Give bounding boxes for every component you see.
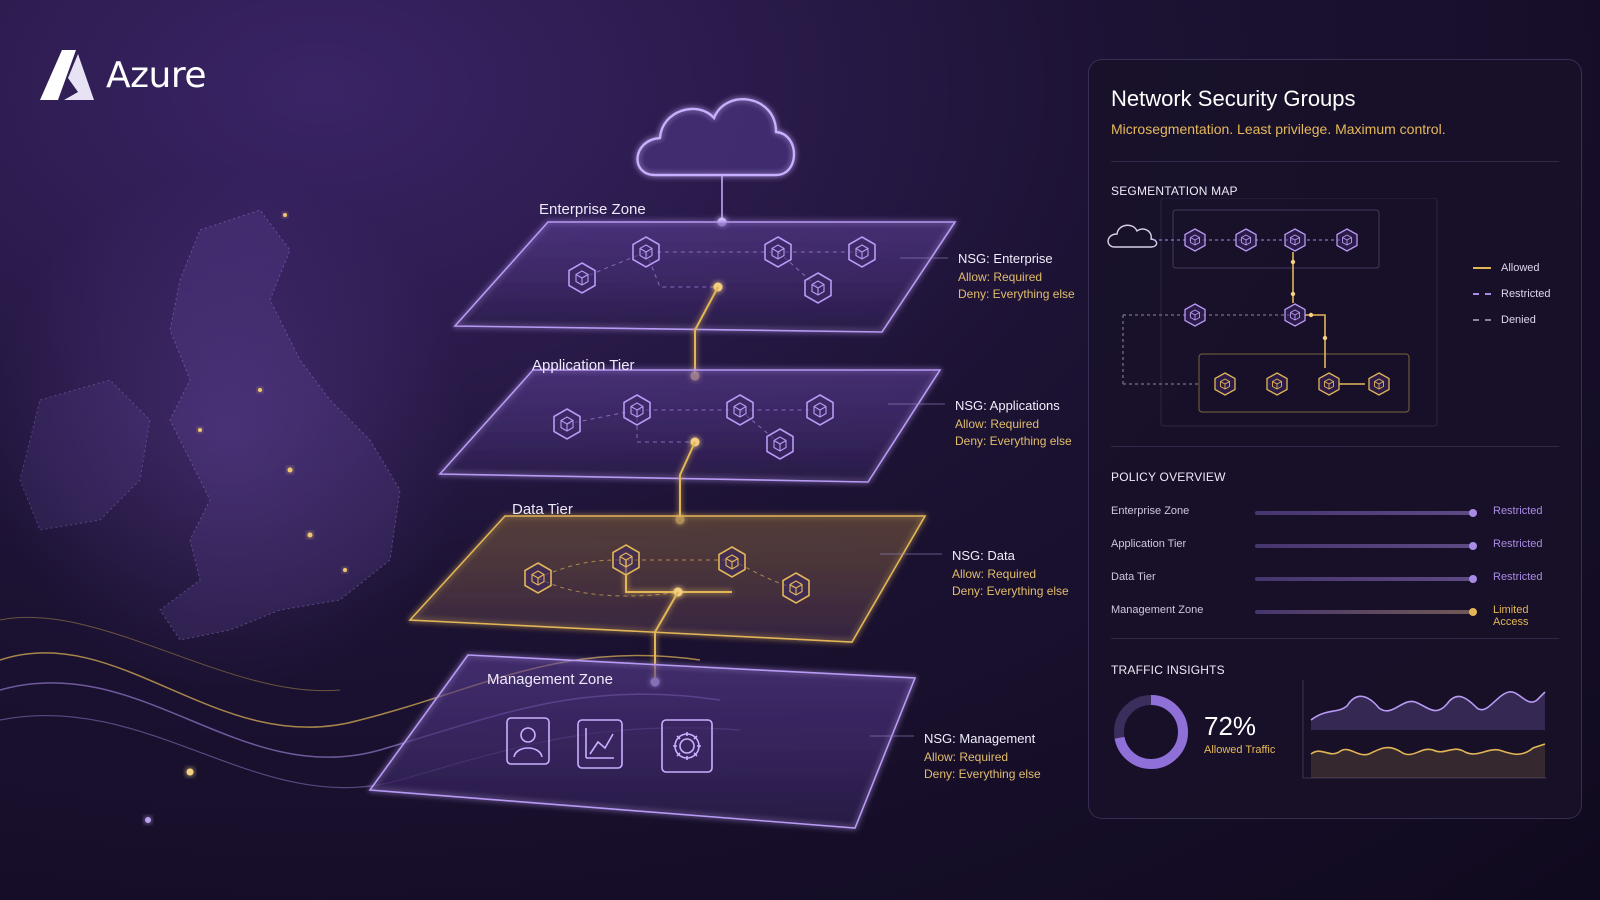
policy-zone: Enterprise Zone xyxy=(1111,505,1190,517)
nsg-deny: Deny: Everything else xyxy=(924,767,1041,781)
divider xyxy=(1111,161,1559,162)
user-icon xyxy=(506,717,550,765)
legend-label: Allowed xyxy=(1501,262,1540,274)
segmentation-legend: Allowed Restricted Denied xyxy=(1473,255,1551,333)
nsg-allow: Allow: Required xyxy=(952,567,1037,581)
gear-icon xyxy=(661,719,713,773)
nsg-panel: Network Security Groups Microsegmentatio… xyxy=(1088,59,1582,819)
policy-zone: Management Zone xyxy=(1111,604,1204,616)
nsg-data-label: NSG: Data Allow: Required Deny: Everythi… xyxy=(952,547,1069,600)
management-zone-title: Management Zone xyxy=(487,671,613,688)
traffic-insights-title: TRAFFIC INSIGHTS xyxy=(1111,663,1225,677)
enterprise-zone-plate xyxy=(453,221,957,333)
legend-swatch xyxy=(1473,319,1491,321)
enterprise-zone-title: Enterprise Zone xyxy=(539,201,646,218)
nsg-management-label: NSG: Management Allow: Required Deny: Ev… xyxy=(924,730,1041,783)
chart-icon xyxy=(577,719,623,769)
legend-restricted: Restricted xyxy=(1473,281,1551,307)
policy-row: Enterprise Zone Restricted xyxy=(1111,503,1561,523)
policy-row: Application Tier Restricted xyxy=(1111,536,1561,556)
nsg-name: NSG: Management xyxy=(924,731,1036,746)
legend-denied: Denied xyxy=(1473,307,1551,333)
legend-label: Denied xyxy=(1501,314,1536,326)
divider xyxy=(1111,446,1559,447)
policy-bar-knob xyxy=(1469,509,1477,517)
policy-bar-fill xyxy=(1255,544,1473,548)
nsg-allow: Allow: Required xyxy=(955,417,1040,431)
legend-label: Restricted xyxy=(1501,288,1551,300)
segmentation-map xyxy=(1107,198,1438,427)
nsg-name: NSG: Applications xyxy=(955,398,1060,413)
allowed-traffic-value: 72% xyxy=(1204,711,1257,741)
policy-row: Management Zone Limited Access xyxy=(1111,602,1561,628)
policy-bar-fill xyxy=(1255,577,1473,581)
nsg-deny: Deny: Everything else xyxy=(955,434,1072,448)
allowed-traffic-label: Allowed Traffic xyxy=(1204,744,1276,756)
donut-arc xyxy=(1114,695,1188,769)
azure-logo-icon xyxy=(40,50,94,100)
policy-status: Restricted xyxy=(1493,538,1543,550)
policy-bar-knob xyxy=(1469,542,1477,550)
application-tier-plate xyxy=(438,369,942,483)
legend-swatch xyxy=(1473,293,1491,295)
data-tier-plate xyxy=(408,515,927,643)
nsg-enterprise-label: NSG: Enterprise Allow: Required Deny: Ev… xyxy=(958,250,1075,303)
cloud-icon xyxy=(636,98,796,177)
nsg-deny: Deny: Everything else xyxy=(958,287,1075,301)
policy-status: Restricted xyxy=(1493,505,1543,517)
traffic-sparklines xyxy=(1302,680,1547,779)
policy-zone: Data Tier xyxy=(1111,571,1156,583)
nsg-name: NSG: Enterprise xyxy=(958,251,1053,266)
policy-bar-fill xyxy=(1255,511,1473,515)
policy-status: Limited Access xyxy=(1493,604,1529,628)
management-zone-plate xyxy=(368,654,917,829)
policy-bar-knob xyxy=(1469,575,1477,583)
policy-overview-title: POLICY OVERVIEW xyxy=(1111,470,1226,484)
policy-bar xyxy=(1255,575,1477,583)
policy-bar xyxy=(1255,608,1477,616)
policy-bar-knob xyxy=(1469,608,1477,616)
allowed-traffic-donut xyxy=(1114,695,1188,769)
segmentation-map-title: SEGMENTATION MAP xyxy=(1111,184,1238,198)
map-cloud-icon xyxy=(1107,224,1158,248)
data-tier-title: Data Tier xyxy=(512,501,573,518)
policy-zone: Application Tier xyxy=(1111,538,1187,550)
policy-row: Data Tier Restricted xyxy=(1111,569,1561,589)
policy-bar-fill xyxy=(1255,610,1473,614)
policy-bar xyxy=(1255,542,1477,550)
nsg-applications-label: NSG: Applications Allow: Required Deny: … xyxy=(955,397,1072,450)
nsg-deny: Deny: Everything else xyxy=(952,584,1069,598)
nsg-allow: Allow: Required xyxy=(924,750,1009,764)
legend-allowed: Allowed xyxy=(1473,255,1551,281)
divider xyxy=(1111,638,1559,639)
policy-bar xyxy=(1255,509,1477,517)
policy-status: Restricted xyxy=(1493,571,1543,583)
azure-brand: Azure xyxy=(38,48,207,102)
panel-subtitle: Microsegmentation. Least privilege. Maxi… xyxy=(1111,121,1446,137)
panel-title: Network Security Groups xyxy=(1111,86,1356,111)
brand-name: Azure xyxy=(106,54,207,96)
nsg-allow: Allow: Required xyxy=(958,270,1043,284)
uk-map-decoration xyxy=(0,170,470,690)
nsg-name: NSG: Data xyxy=(952,548,1015,563)
application-tier-title: Application Tier xyxy=(532,357,635,374)
legend-swatch xyxy=(1473,267,1491,269)
